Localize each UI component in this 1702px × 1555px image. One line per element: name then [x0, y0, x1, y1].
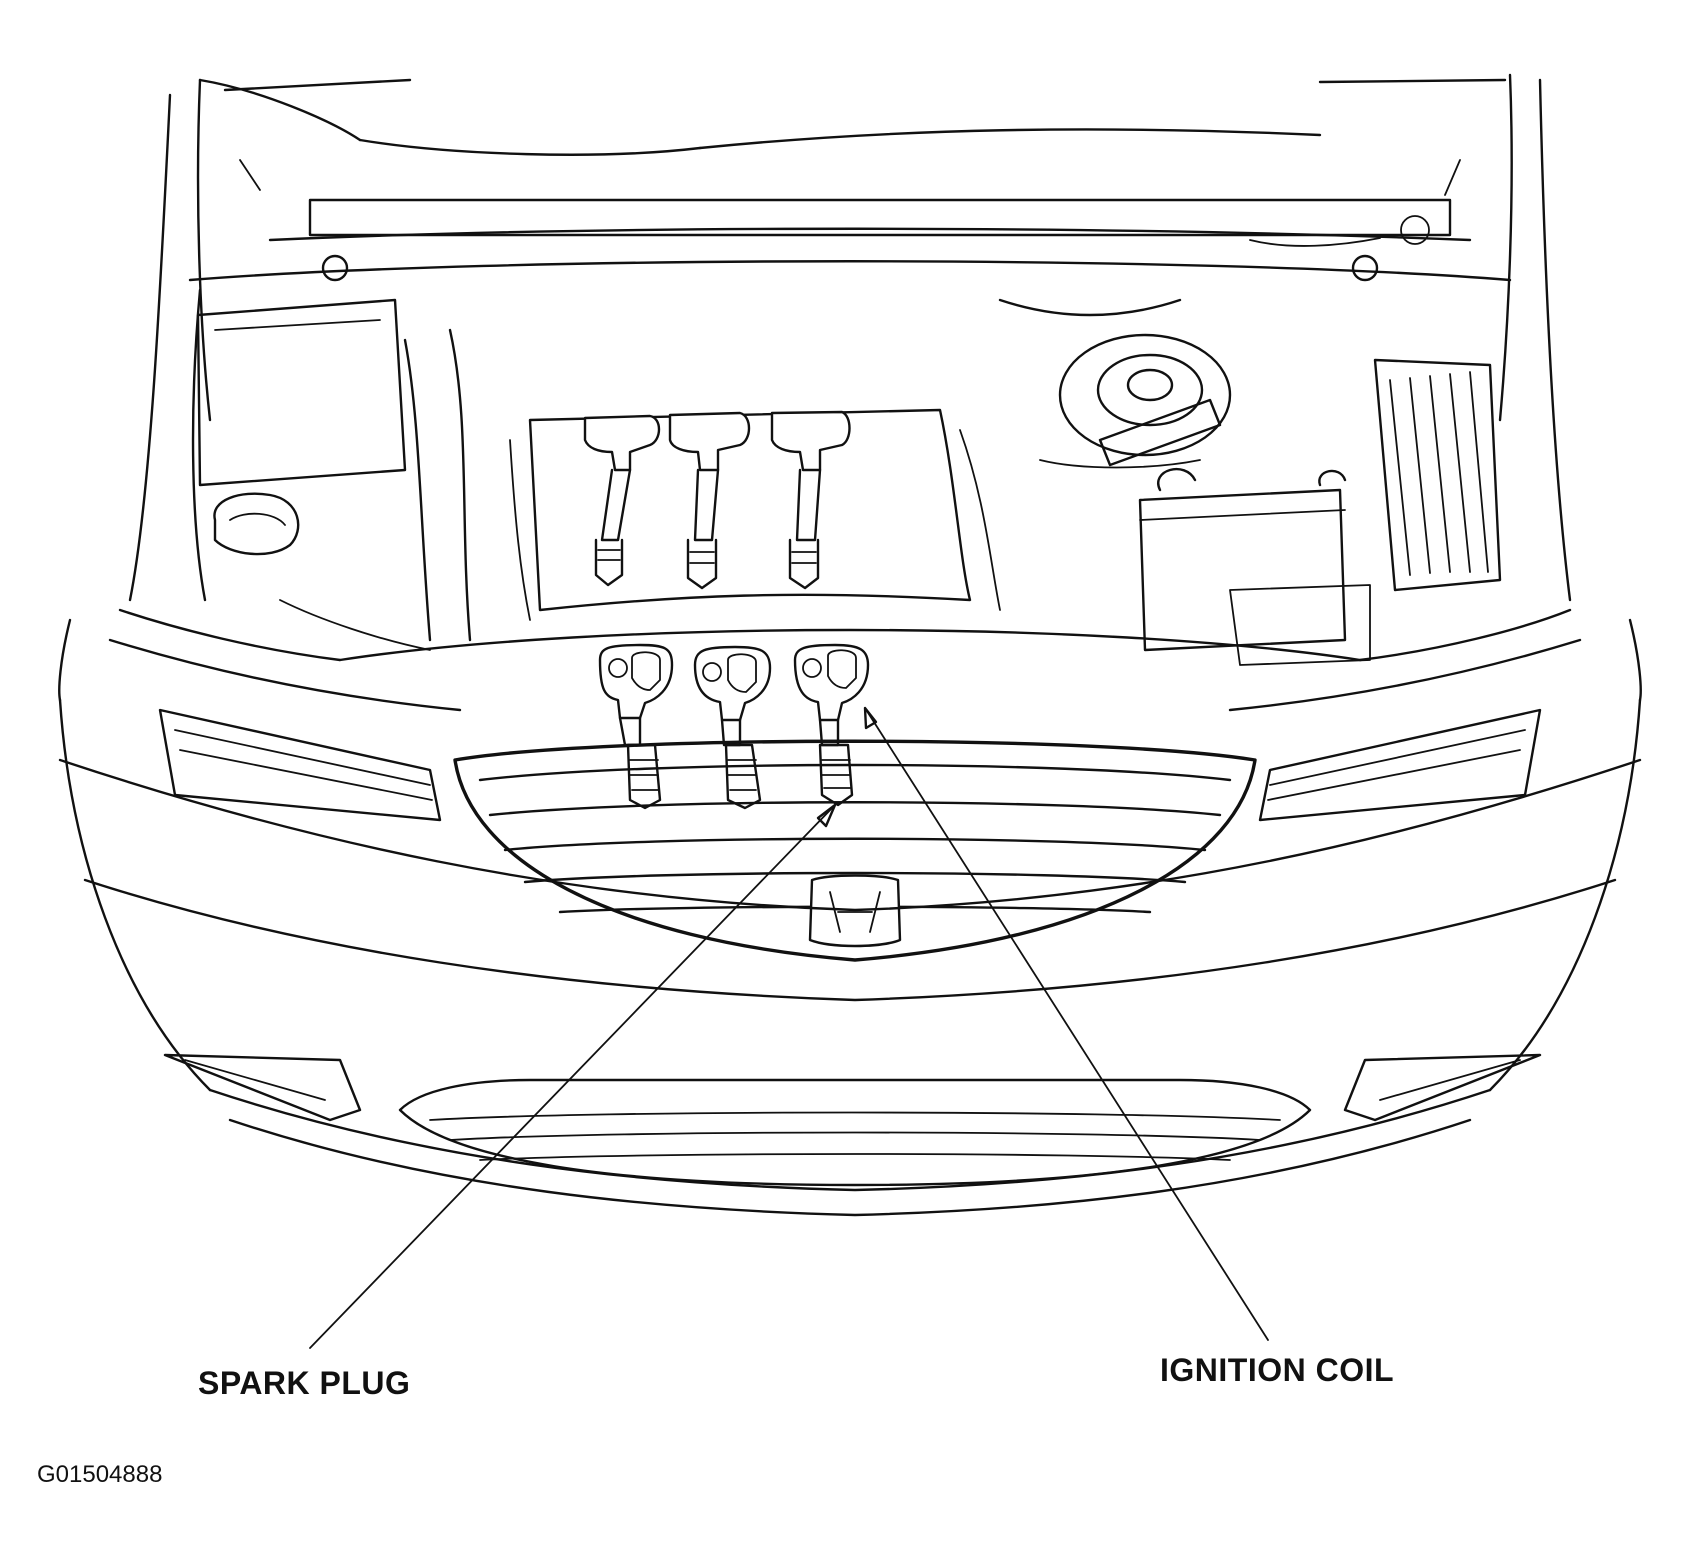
hood — [128, 73, 1572, 602]
front-bumper — [58, 758, 1642, 1217]
engine-cover — [509, 408, 1001, 621]
right-components — [998, 298, 1502, 666]
figure-code: G01504888 — [37, 1461, 163, 1488]
front-grille — [453, 739, 1257, 962]
ignition-coil-leader — [864, 707, 1269, 1341]
front-ignition-coils — [598, 643, 870, 810]
spark-plug-label: SPARK PLUG — [198, 1365, 411, 1401]
spark-plug-leader — [309, 804, 836, 1349]
ignition-coil-label: IGNITION COIL — [1160, 1352, 1395, 1388]
ignition-coil-arrowhead — [863, 706, 878, 730]
leader-lines — [309, 706, 1269, 1349]
front-fascia — [58, 608, 1642, 1092]
rear-ignition-coils — [583, 410, 851, 590]
spark-plug-arrowhead — [816, 803, 837, 828]
left-components — [191, 288, 472, 651]
cowl-panel — [188, 198, 1512, 282]
